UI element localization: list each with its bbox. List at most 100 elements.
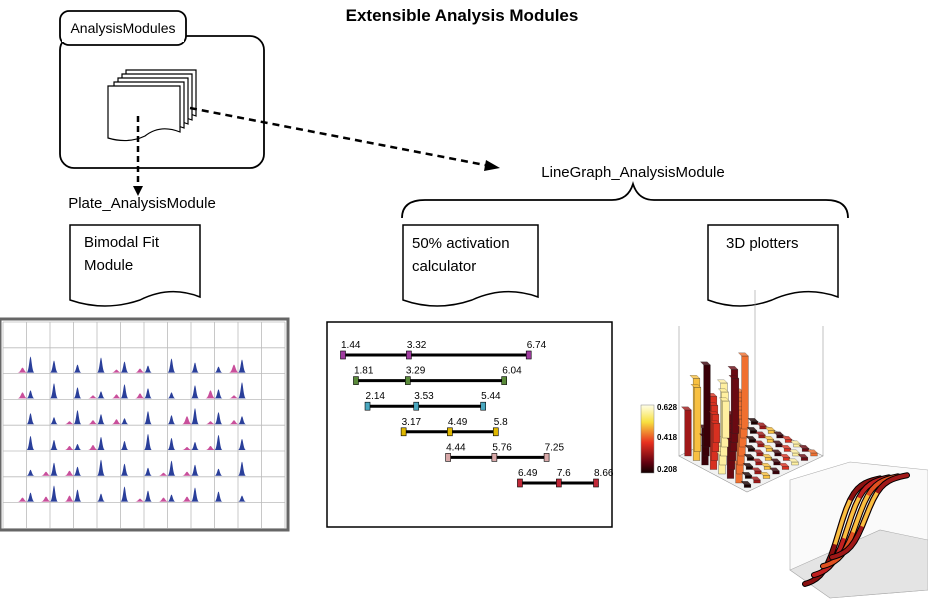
bar-3d-top bbox=[778, 463, 790, 467]
bar-3d-top bbox=[747, 418, 759, 422]
histogram-peak bbox=[238, 416, 246, 425]
histogram-peak bbox=[26, 356, 35, 373]
bar-3d-top bbox=[745, 436, 757, 440]
bar-3d-top bbox=[772, 440, 783, 445]
range-marker bbox=[525, 350, 532, 360]
histogram-peak bbox=[167, 460, 176, 476]
range-value-label: 4.49 bbox=[448, 417, 468, 428]
bar-3d-top bbox=[746, 427, 758, 431]
bar-3d-top bbox=[689, 375, 701, 379]
range-value-label: 5.8 bbox=[494, 417, 508, 428]
histogram-peak bbox=[229, 364, 239, 373]
range-value-label: 6.04 bbox=[502, 366, 522, 377]
histogram-peak bbox=[97, 391, 105, 399]
bar-3d bbox=[781, 466, 790, 470]
range-marker bbox=[593, 478, 599, 488]
bar-3d-top bbox=[728, 375, 740, 379]
bar-3d-top bbox=[779, 454, 791, 458]
bar-3d-top bbox=[763, 436, 775, 440]
bar-3d-top bbox=[719, 397, 730, 402]
histogram-peak bbox=[97, 437, 105, 450]
bar-3d-top bbox=[780, 445, 792, 449]
histogram-peak bbox=[17, 367, 28, 373]
diagram-title: Extensible Analysis Modules bbox=[346, 6, 579, 25]
histogram-peak bbox=[214, 366, 223, 373]
bar-3d bbox=[712, 423, 721, 443]
bar-3d-top bbox=[754, 440, 765, 445]
histogram-peak bbox=[111, 369, 122, 373]
histogram-peak bbox=[73, 466, 82, 476]
bar-3d-top bbox=[760, 463, 772, 467]
bar-3d-top bbox=[781, 436, 793, 440]
histogram-peak bbox=[144, 467, 152, 476]
histogram-peak bbox=[97, 459, 105, 476]
plate-histogram-grid bbox=[0, 317, 290, 532]
histogram-peak bbox=[88, 395, 98, 399]
bar-3d-top bbox=[762, 445, 774, 449]
histogram-peak bbox=[238, 461, 246, 476]
document-stack-icon bbox=[107, 69, 197, 142]
bar-3d-top bbox=[755, 431, 766, 436]
histogram-peak bbox=[191, 385, 199, 399]
histogram-peak bbox=[17, 497, 28, 502]
range-marker bbox=[517, 478, 523, 488]
bar-3d-top bbox=[740, 481, 752, 485]
3d-ribbon-plot bbox=[789, 461, 928, 599]
histogram-peak bbox=[120, 361, 129, 373]
bar-3d-top bbox=[759, 472, 771, 476]
bar-3d-top bbox=[690, 384, 702, 388]
histogram-peak bbox=[64, 495, 75, 502]
ribbon-highlight bbox=[842, 496, 861, 539]
range-value-label: 3.32 bbox=[407, 340, 427, 351]
range-marker bbox=[543, 453, 550, 462]
histogram-peak bbox=[214, 435, 223, 450]
histogram-peak bbox=[167, 438, 176, 450]
histogram-peak bbox=[205, 390, 216, 399]
range-marker bbox=[556, 478, 562, 488]
plate-module-label: Plate_AnalysisModule bbox=[68, 195, 216, 212]
range-marker bbox=[353, 376, 359, 385]
bar-3d bbox=[719, 454, 727, 466]
histogram-peak bbox=[97, 493, 105, 502]
histogram-peak bbox=[26, 436, 35, 450]
ribbon-highlight bbox=[833, 499, 852, 545]
bar-3d-top bbox=[798, 445, 810, 449]
bar-3d bbox=[743, 484, 752, 488]
histogram-peak bbox=[111, 419, 122, 425]
histogram-peak bbox=[182, 447, 192, 450]
histogram-peak bbox=[41, 471, 51, 476]
range-marker bbox=[406, 350, 412, 360]
histogram-peak bbox=[191, 362, 199, 373]
range-marker bbox=[491, 453, 498, 462]
histogram-peak bbox=[120, 441, 129, 450]
range-value-label: 2.14 bbox=[366, 391, 386, 402]
histogram-peak bbox=[50, 383, 58, 399]
linegraph-module-label: LineGraph_AnalysisModule bbox=[541, 164, 724, 181]
histogram-peak bbox=[120, 384, 129, 399]
histogram-peak bbox=[214, 412, 223, 425]
histogram-peak bbox=[41, 496, 51, 502]
bar-3d-top bbox=[700, 361, 711, 366]
histogram-peak bbox=[50, 485, 58, 502]
bar-3d-top bbox=[738, 352, 749, 357]
bar-3d-top bbox=[741, 472, 753, 476]
range-marker bbox=[480, 401, 486, 411]
bar-3d bbox=[741, 355, 749, 430]
bar-3d bbox=[722, 400, 730, 439]
histogram-peak bbox=[238, 359, 246, 373]
histogram-peak bbox=[135, 393, 145, 399]
plotters-3d-label: 3D plotters bbox=[726, 235, 799, 252]
bar-3d-top bbox=[727, 366, 739, 370]
histogram-peak bbox=[135, 498, 145, 502]
bar-3d-top bbox=[756, 422, 767, 427]
histogram-peak bbox=[144, 365, 152, 373]
histogram-peak bbox=[144, 490, 152, 502]
bar-3d-top bbox=[743, 454, 755, 458]
bar-3d-top bbox=[709, 420, 721, 424]
range-marker bbox=[340, 350, 346, 360]
bar-3d-top bbox=[788, 458, 799, 463]
histogram-peak bbox=[26, 390, 35, 399]
range-marker bbox=[413, 401, 420, 411]
range-value-label: 7.6 bbox=[557, 468, 571, 479]
dashed-arrow-to-linegraph bbox=[189, 106, 500, 171]
